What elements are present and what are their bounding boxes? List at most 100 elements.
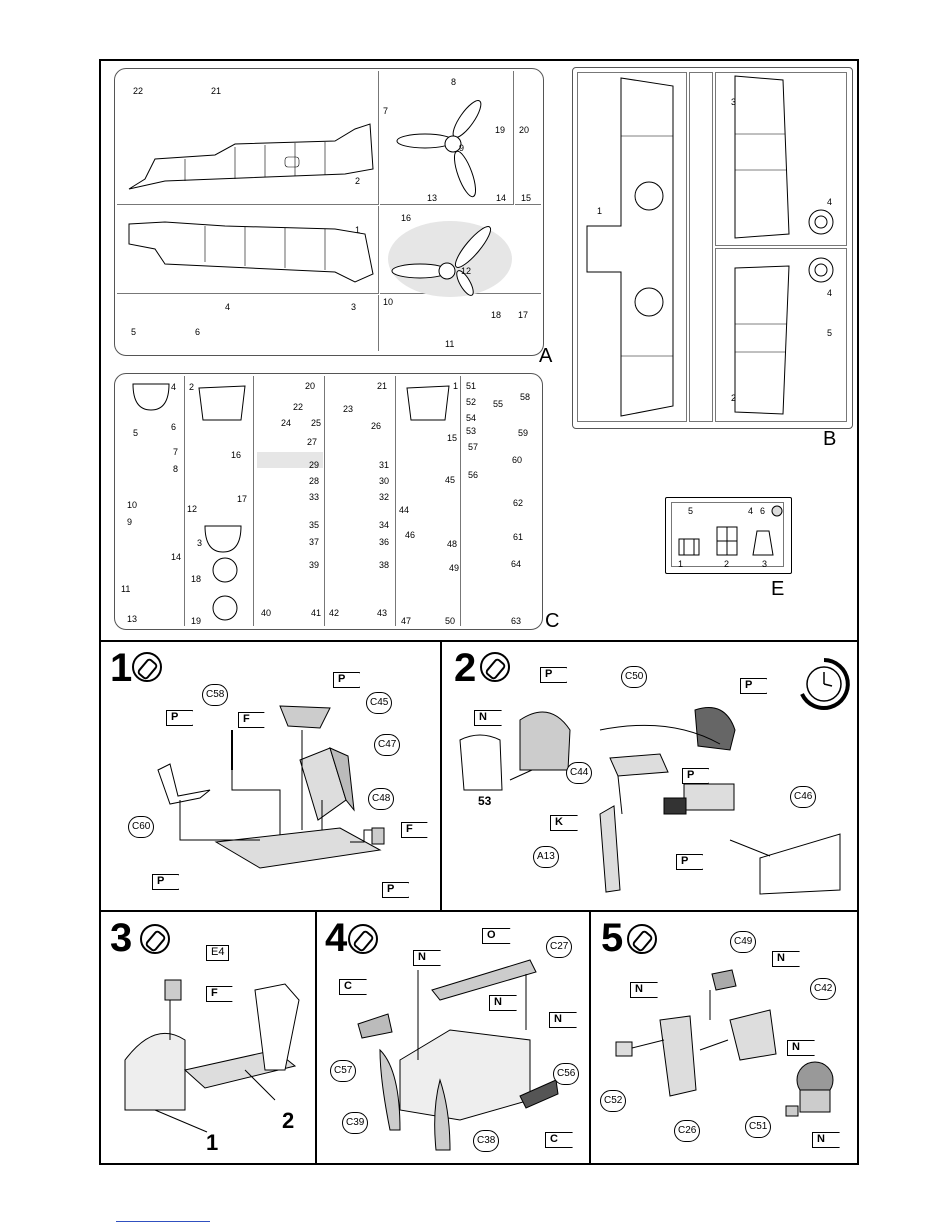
part-number: 41 (311, 608, 322, 618)
sheet-letter-b: B (823, 428, 837, 450)
part-number: 1 (597, 206, 603, 216)
steps-top-divider (99, 640, 859, 642)
decal-number: 53 (478, 794, 492, 808)
parts-sheet-e: 5 4 6 1 2 3 (665, 497, 792, 574)
frame-part-1 (678, 538, 700, 556)
part-number: 44 (399, 505, 410, 515)
part-number: 4 (827, 197, 833, 207)
disc-part-18 (212, 557, 238, 583)
sheet-c-column-2 (186, 376, 254, 626)
glue-icon (140, 924, 170, 954)
part-number: 2 (189, 382, 195, 392)
cockpit-bulkhead-part-4 (132, 383, 170, 411)
wing-upper-part-2 (734, 265, 790, 415)
part-number: 21 (377, 381, 388, 391)
part-number: 57 (468, 442, 479, 452)
part-number: 27 (307, 437, 318, 447)
part-number: 30 (379, 476, 390, 486)
part-number: 28 (309, 476, 320, 486)
part-number: 37 (309, 537, 320, 547)
step-5-assembly-drawing (615, 969, 834, 1117)
sheet-a-cell-tail (117, 295, 379, 351)
part-number: 24 (281, 418, 292, 428)
propeller-part-9 (396, 100, 482, 198)
callout-part: C44 (566, 762, 593, 784)
paint-flag: P (166, 710, 194, 726)
part-number: 52 (466, 397, 477, 407)
sheet-e-inner (671, 502, 784, 567)
part-number: 45 (445, 475, 456, 485)
callout-part: C57 (330, 1060, 357, 1082)
part-number: 36 (379, 537, 390, 547)
part-number: 20 (305, 381, 316, 391)
part-number: 59 (518, 428, 529, 438)
step-1-number: 1 (110, 646, 133, 690)
callout-part: C45 (366, 692, 393, 714)
part-number: 6 (171, 422, 177, 432)
paint-flag: P (540, 667, 568, 683)
part-number: 38 (379, 560, 390, 570)
part-number: 12 (187, 504, 198, 514)
callout-part: C46 (790, 786, 817, 808)
part-number: 16 (231, 450, 242, 460)
part-number: 48 (447, 539, 458, 549)
part-number: 31 (379, 460, 390, 470)
part-number: 2 (731, 393, 737, 403)
part-number: 40 (261, 608, 272, 618)
sheet-a-cell-small (515, 71, 541, 205)
wing-upper-part-3 (734, 75, 790, 239)
part-number: 47 (401, 616, 412, 626)
sheet-a-cell-prop1 (380, 71, 514, 205)
part-number: 64 (511, 559, 522, 569)
part-number: 20 (519, 125, 530, 135)
sheet-c-column-4 (326, 376, 396, 626)
disc-part-19 (212, 595, 238, 621)
highlight-part-29 (257, 452, 323, 468)
part-number: 9 (127, 517, 133, 527)
callout-part: C26 (674, 1120, 701, 1142)
fuselage-half-upper (128, 123, 374, 190)
callout-part: C52 (600, 1090, 627, 1112)
part-number: 39 (309, 560, 320, 570)
part-number: 17 (237, 494, 248, 504)
wing-lower-part-1 (586, 77, 674, 417)
part-number: 5 (827, 328, 833, 338)
wheel-part-4-upper (808, 209, 834, 235)
part-number: 14 (171, 552, 182, 562)
callout-part: C48 (368, 788, 395, 810)
callout-part: C60 (128, 816, 155, 838)
part-number: 19 (191, 616, 202, 626)
part-number: 1 (678, 559, 684, 569)
part-number: 4 (225, 302, 231, 312)
part-number: 54 (466, 413, 477, 423)
assembly-label-2: 2 (282, 1108, 295, 1133)
part-number: 49 (449, 563, 460, 573)
paint-flag: C (339, 979, 367, 995)
part-number: 9 (459, 143, 465, 153)
sheet-a-cell-fuselage-left (117, 71, 379, 205)
part-number: 2 (724, 559, 730, 569)
step-5-number: 5 (601, 916, 624, 960)
part-number: 10 (383, 297, 394, 307)
part-number: 5 (688, 506, 694, 516)
sheet-letter-c: C (545, 610, 560, 632)
part-number: 1 (453, 381, 459, 391)
callout-part: C47 (374, 734, 401, 756)
part-number: 12 (461, 266, 472, 276)
part-number: 60 (512, 455, 523, 465)
canopy-part-6-indicator (771, 505, 783, 517)
part-number: 50 (445, 616, 456, 626)
sheet-b-wing-cell (577, 72, 687, 422)
part-number: 8 (451, 77, 457, 87)
callout-part: C49 (730, 931, 757, 953)
parts-sheet-c: 4 5 6 7 8 10 9 11 14 13 2 16 12 17 3 18 … (114, 373, 543, 630)
part-number: 17 (518, 310, 529, 320)
part-number: 8 (173, 464, 179, 474)
step-2-number: 2 (454, 646, 477, 690)
callout-part: C50 (621, 666, 648, 688)
steps-mid-divider (99, 910, 859, 912)
part-number: 55 (493, 399, 504, 409)
glue-icon (480, 652, 510, 682)
part-number: 13 (127, 614, 138, 624)
step-3-number: 3 (110, 916, 133, 960)
